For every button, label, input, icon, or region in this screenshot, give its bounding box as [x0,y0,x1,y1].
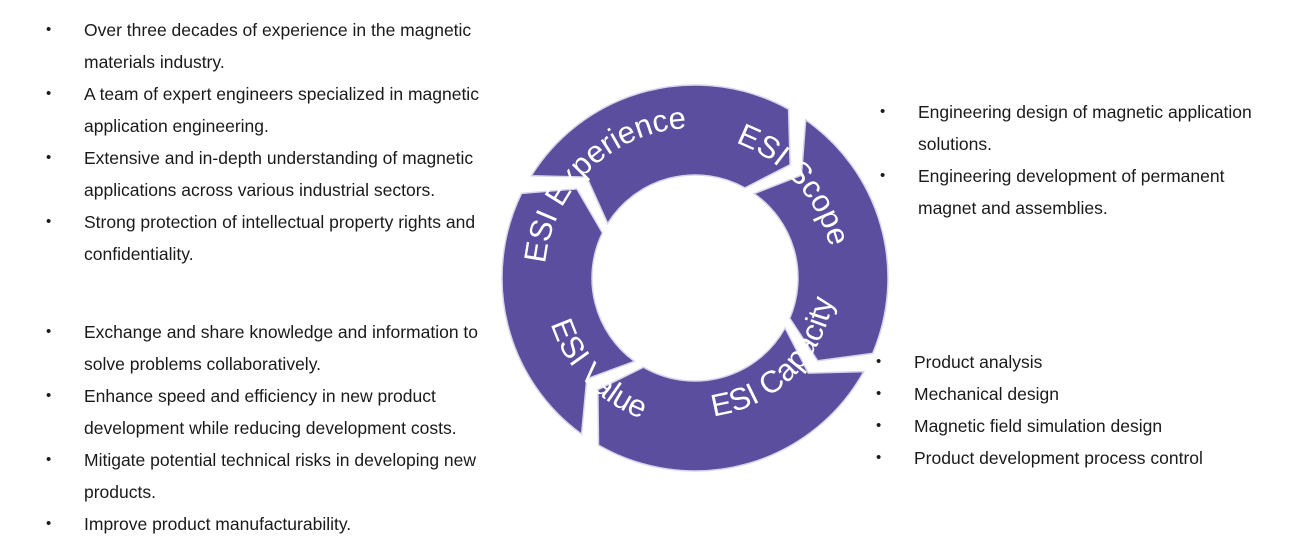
list-item: Exchange and share knowledge and informa… [46,316,516,380]
segment-scope [752,118,889,362]
segment-experience [529,84,791,226]
list-item: Improve product manufacturability. [46,508,516,540]
list-item: Engineering development of permanent mag… [880,160,1280,224]
list-item: Product development process control [876,442,1296,474]
list-item: Mechanical design [876,378,1296,410]
list-item: Enhance speed and efficiency in new prod… [46,380,516,444]
experience-bullet-list: Over three decades of experience in the … [46,14,526,270]
value-bullet-list: Exchange and share knowledge and informa… [46,316,516,540]
esi-cycle-diagram: ESI Experience ESI Scope ESI Capacity ES… [501,84,889,472]
list-item: Engineering design of magnetic applicati… [880,96,1280,160]
list-item: Product analysis [876,346,1296,378]
segment-value [501,188,637,436]
list-item: Strong protection of intellectual proper… [46,206,526,270]
list-item: Extensive and in-depth understanding of … [46,142,526,206]
list-item: A team of expert engineers specialized i… [46,78,526,142]
scope-bullet-list: Engineering design of magnetic applicati… [880,96,1280,224]
list-item: Mitigate potential technical risks in de… [46,444,516,508]
capacity-bullet-list: Product analysis Mechanical design Magne… [876,346,1296,474]
list-item: Over three decades of experience in the … [46,14,526,78]
segment-capacity [597,326,866,472]
list-item: Magnetic field simulation design [876,410,1296,442]
